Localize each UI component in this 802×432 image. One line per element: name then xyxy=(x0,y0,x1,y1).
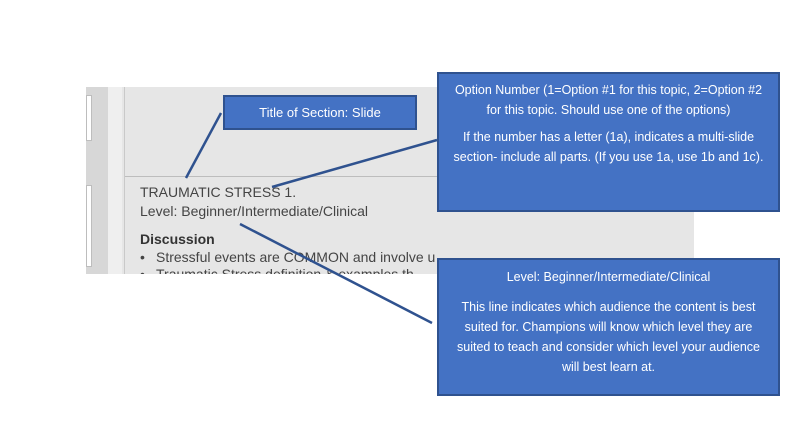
notes-slide-title: TRAUMATIC STRESS 1. xyxy=(140,184,297,200)
slide-thumbnail[interactable] xyxy=(86,95,92,141)
bullet-icon: • xyxy=(140,266,145,274)
notes-level-line: Level: Beginner/Intermediate/Clinical xyxy=(140,203,369,219)
notes-section-heading: Discussion xyxy=(140,231,215,247)
callout-option-multislide-text: If the number has a letter (1a), indicat… xyxy=(453,130,764,164)
callout-level-heading: Level: Beginner/Intermediate/Clinical xyxy=(506,270,711,284)
notes-bullet-text: Stressful events are COMMON and involve … xyxy=(156,249,436,265)
slide-thumbnail-strip xyxy=(86,87,108,274)
callout-level-body: This line indicates which audience the c… xyxy=(457,300,760,374)
pane-splitter[interactable] xyxy=(108,87,122,274)
bullet-icon: • xyxy=(140,249,145,265)
callout-level: Level: Beginner/Intermediate/Clinical Th… xyxy=(437,258,780,396)
pane-border xyxy=(124,87,125,274)
callout-option-text: Option Number (1=Option #1 for this topi… xyxy=(454,83,763,117)
slide-thumbnail[interactable] xyxy=(86,185,92,267)
notes-bullet-text: Traumatic Stress definition & examples t… xyxy=(156,266,414,274)
callout-title-text: Title of Section: Slide xyxy=(259,105,381,120)
callout-option-number: Option Number (1=Option #1 for this topi… xyxy=(437,72,780,212)
callout-section-title: Title of Section: Slide xyxy=(223,95,417,130)
